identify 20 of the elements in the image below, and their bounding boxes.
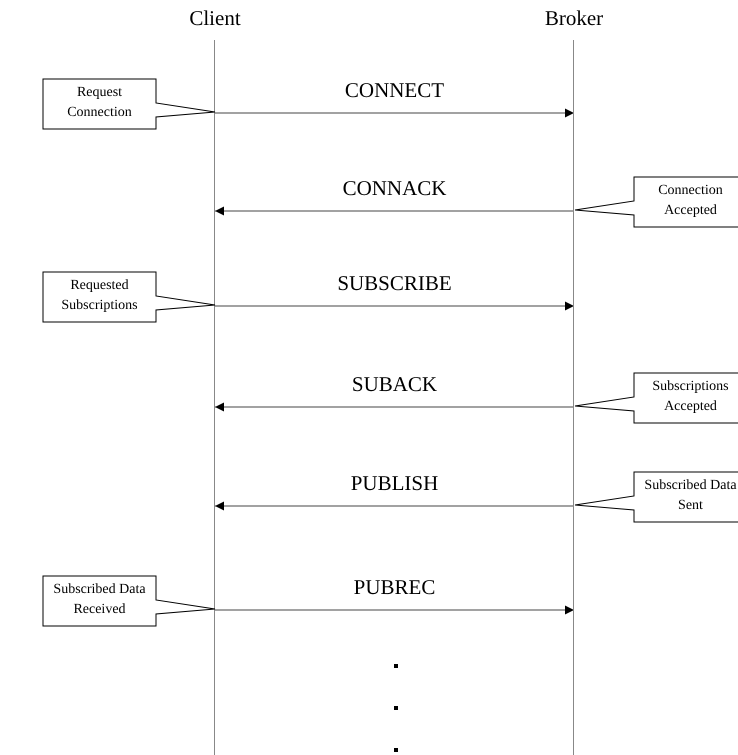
- callout-text: Request Connection: [66, 84, 133, 122]
- callout-bubble: [42, 77, 216, 131]
- message-arrow: [214, 402, 574, 412]
- callout-text: Subscriptions Accepted: [651, 378, 730, 416]
- callout-bubble: [574, 470, 738, 524]
- message-arrow: [214, 502, 574, 510]
- callout-text: Subscribed Data Received: [52, 581, 147, 619]
- message-arrow: [214, 302, 574, 310]
- callout-bubble: [574, 371, 738, 425]
- callout-bubble: [42, 574, 216, 628]
- callout-text: Requested Subscriptions: [60, 277, 139, 315]
- message-arrow: [214, 606, 574, 614]
- message-arrow: [214, 206, 574, 216]
- callout-text: Connection Accepted: [657, 182, 724, 220]
- callout-text: Subscribed Data Sent: [643, 477, 738, 515]
- lifeline-title: Broker: [544, 6, 604, 31]
- callout-bubble: [42, 270, 216, 324]
- message-arrow: [214, 108, 574, 118]
- callout-bubble: [574, 175, 738, 229]
- lifeline-title: Client: [188, 6, 242, 31]
